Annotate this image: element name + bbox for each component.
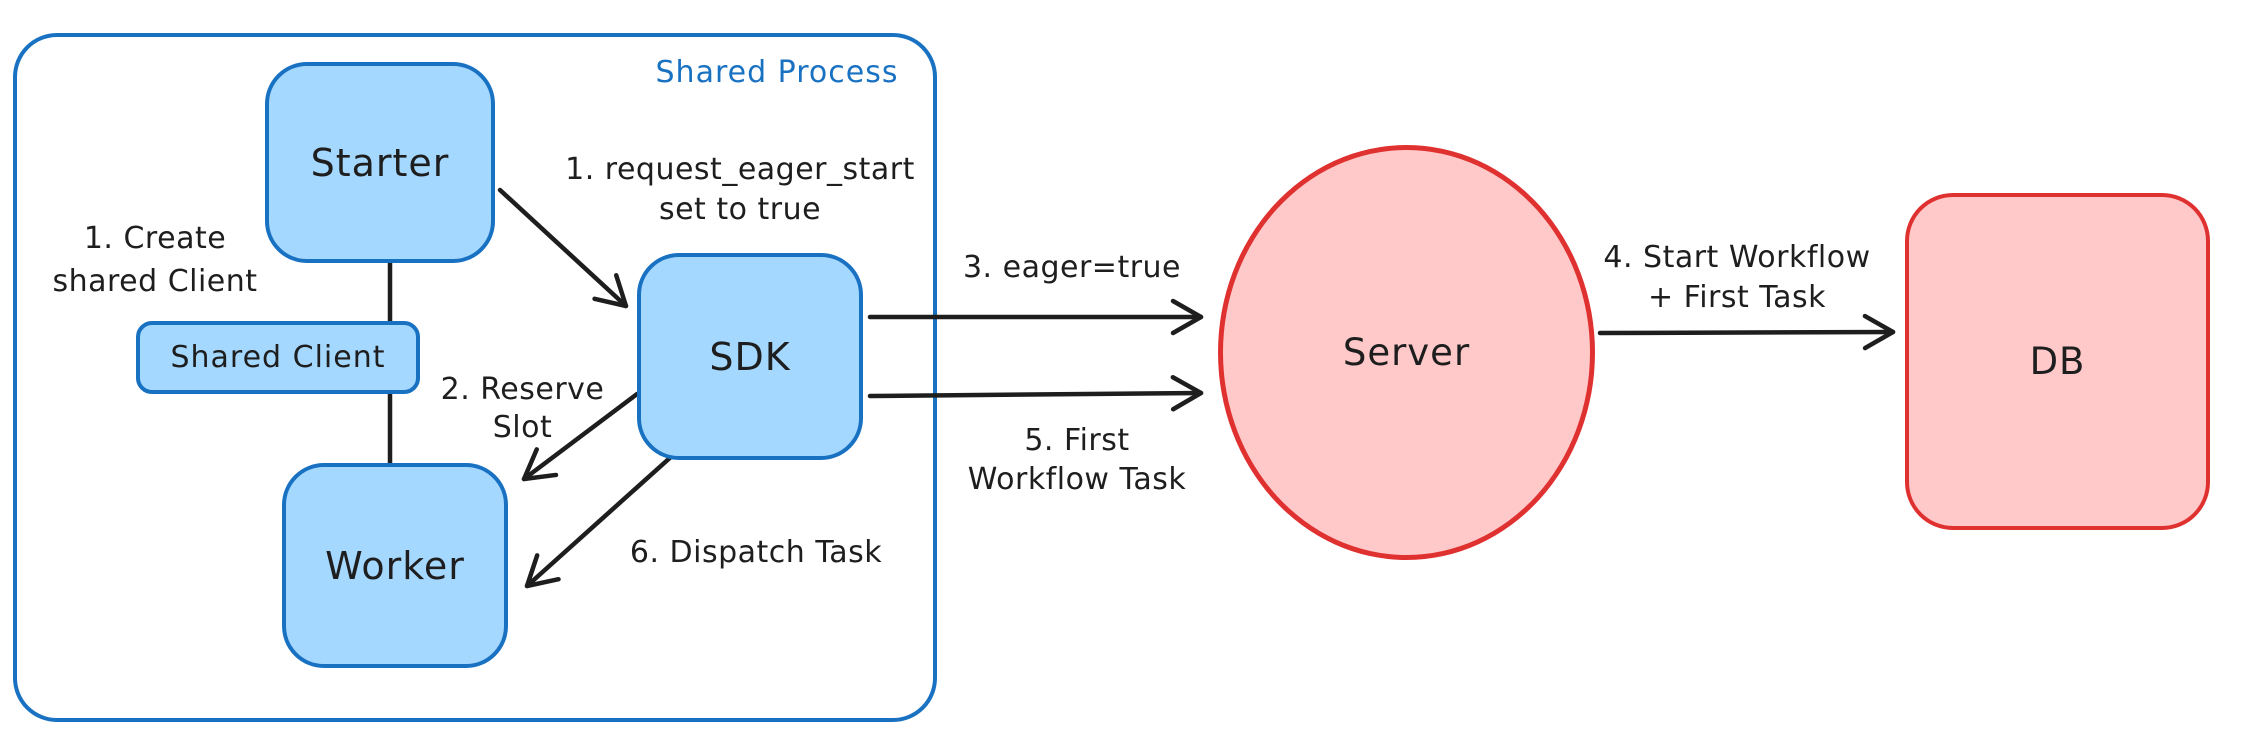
sdk-node-label: SDK: [709, 334, 791, 379]
server-node: Server: [1218, 145, 1595, 560]
annotation-first-workflow-task: 5. First Workflow Task: [927, 421, 1227, 499]
db-node: DB: [1905, 193, 2210, 530]
starter-node: Starter: [265, 62, 495, 263]
db-node-label: DB: [2029, 340, 2086, 383]
annotation-start-workflow: 4. Start Workflow + First Task: [1587, 238, 1887, 318]
annotation-line: set to true: [658, 192, 822, 227]
annotation-line: 2. Reserve: [440, 372, 605, 407]
annotation-eager-true: 3. eager=true: [922, 248, 1222, 288]
annotation-line: 1. Create: [83, 221, 227, 256]
sdk-node: SDK: [637, 253, 863, 460]
annotation-create-shared-client: 1. Create shared Client: [30, 217, 280, 303]
shared-client-node-label: Shared Client: [170, 340, 386, 375]
worker-node: Worker: [282, 463, 508, 668]
annotation-line: Slot: [492, 410, 553, 445]
annotation-line: 3. eager=true: [962, 250, 1182, 285]
annotation-line: 4. Start Workflow: [1603, 240, 1871, 275]
arrow-server-to-db: [1597, 313, 1896, 351]
shared-process-label: Shared Process: [655, 55, 899, 90]
annotation-line: Workflow Task: [967, 462, 1187, 497]
annotation-line: + First Task: [1647, 280, 1827, 315]
server-node-label: Server: [1342, 331, 1471, 374]
shared-process-container: [13, 33, 937, 722]
starter-node-label: Starter: [310, 140, 450, 185]
shared-client-node: Shared Client: [136, 321, 420, 394]
annotation-line: 6. Dispatch Task: [629, 535, 883, 570]
annotation-request-eager-start: 1. request_eager_start set to true: [530, 150, 950, 230]
annotation-reserve-slot: 2. Reserve Slot: [425, 371, 620, 447]
annotation-line: shared Client: [52, 264, 258, 299]
annotation-dispatch-task: 6. Dispatch Task: [606, 533, 906, 573]
annotation-line: 5. First: [1024, 423, 1130, 458]
worker-node-label: Worker: [325, 543, 465, 588]
annotation-line: 1. request_eager_start: [565, 152, 915, 187]
